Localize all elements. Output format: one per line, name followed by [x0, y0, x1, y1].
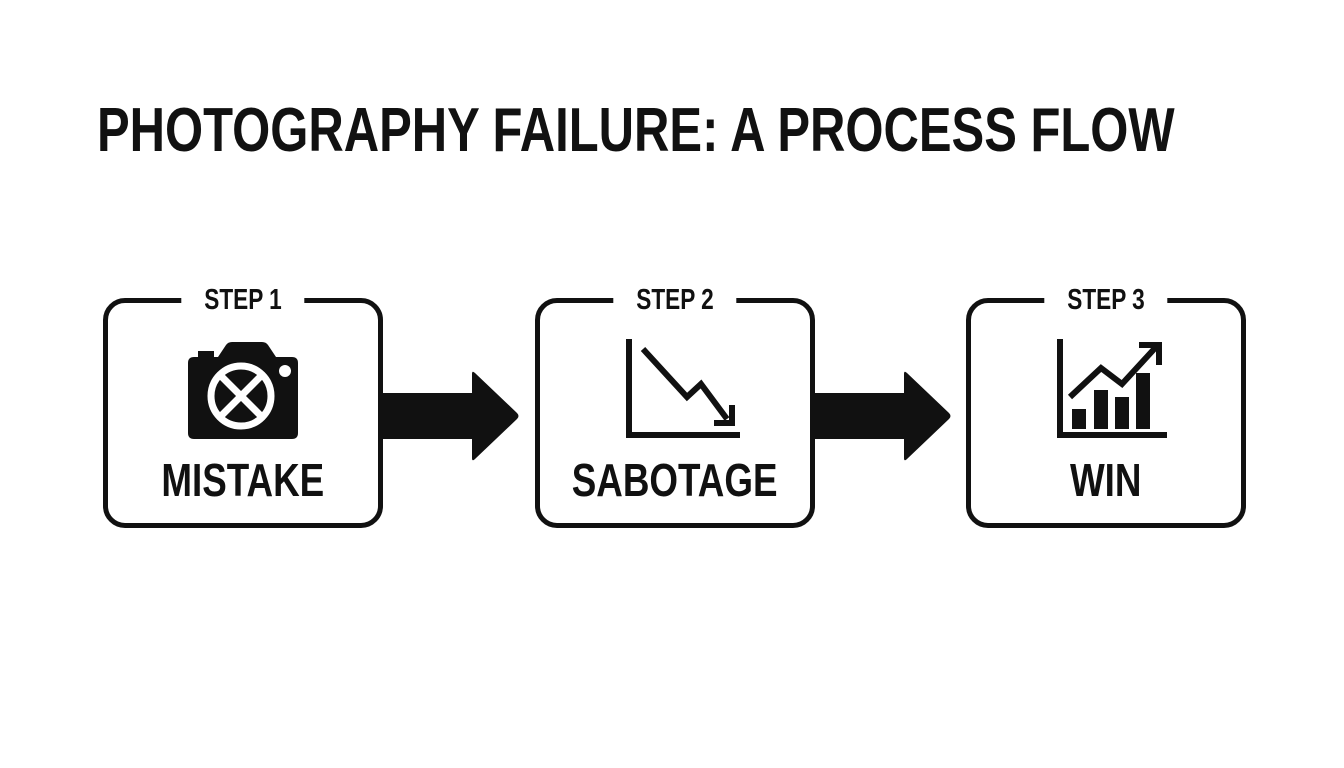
step-3-label: WIN [971, 455, 1241, 505]
step-2-label: SABOTAGE [540, 455, 810, 505]
chart-up-icon [1057, 339, 1167, 438]
step-2-box: STEP 2 SABOTAGE [535, 284, 815, 528]
step-3-tag: STEP 3 [1044, 284, 1168, 316]
step-1-label: MISTAKE [108, 455, 378, 505]
step-1-tag-text: STEP 1 [204, 284, 282, 316]
step-3-tag-text: STEP 3 [1067, 284, 1145, 316]
camera-x-icon [188, 342, 298, 439]
step-2-tag: STEP 2 [613, 284, 737, 316]
step-1-box: STEP 1 MISTAKE [103, 284, 383, 528]
arrow-right-icon [380, 371, 519, 461]
chart-down-icon [626, 339, 740, 438]
step-2-label-text: SABOTAGE [572, 454, 778, 506]
step-3-label-text: WIN [1070, 454, 1142, 506]
arrow-right-icon [812, 371, 951, 461]
step-1-tag: STEP 1 [181, 284, 305, 316]
step-1-label-text: MISTAKE [161, 454, 325, 506]
step-2-tag-text: STEP 2 [636, 284, 714, 316]
page-title: PHOTOGRAPHY FAILURE: A PROCESS FLOW [97, 96, 1175, 165]
step-3-box: STEP 3 WIN [966, 284, 1246, 528]
